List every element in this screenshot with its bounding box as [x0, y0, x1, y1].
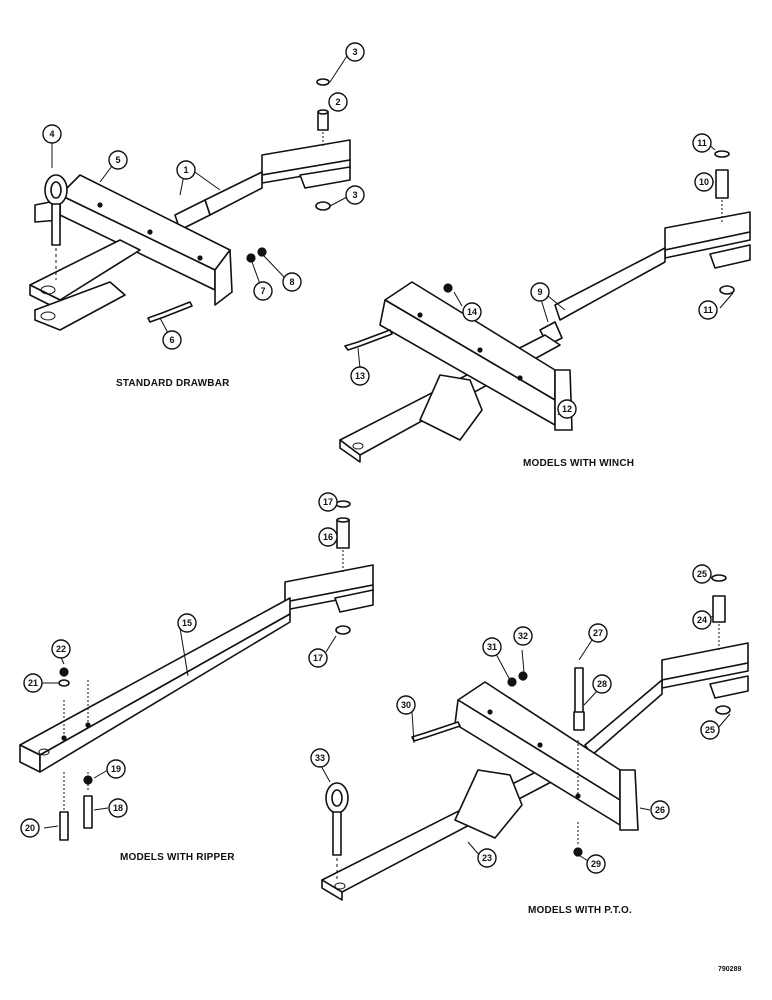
- callout-number: 29: [591, 859, 601, 869]
- callout-number: 20: [25, 823, 35, 833]
- callout-circle: [318, 492, 338, 512]
- callout-number: 12: [562, 404, 572, 414]
- callout-circle: [592, 674, 612, 694]
- callout-number: 3: [352, 190, 357, 200]
- callout-number: 30: [401, 700, 411, 710]
- callout-circle: [162, 330, 182, 350]
- callout-number: 32: [518, 631, 528, 641]
- callout-number: 28: [597, 679, 607, 689]
- caption-models-with-winch: MODELS WITH WINCH: [523, 458, 635, 469]
- callout-circle: [482, 637, 502, 657]
- callout-circle: [177, 613, 197, 633]
- callout-number: 10: [699, 177, 709, 187]
- callout-number: 25: [697, 569, 707, 579]
- callout-circle: [51, 639, 71, 659]
- callout-circle: [692, 133, 712, 153]
- callout-number: 5: [115, 155, 120, 165]
- callout-number: 2: [335, 97, 340, 107]
- callout-circle: [23, 673, 43, 693]
- callout-circle: [692, 564, 712, 584]
- callout-number: 31: [487, 642, 497, 652]
- callout-number: 13: [355, 371, 365, 381]
- callout-circle: [650, 800, 670, 820]
- ripper-drawbar-assembly: [19, 500, 374, 841]
- callout-number: 4: [49, 129, 54, 139]
- callout-number: 21: [28, 678, 38, 688]
- callout-number: 17: [323, 497, 333, 507]
- callout-circle: [513, 626, 533, 646]
- callout-circle: [586, 854, 606, 874]
- callout-number: 19: [111, 764, 121, 774]
- callout-circle: [345, 42, 365, 62]
- callout-number: 17: [313, 653, 323, 663]
- callout-number: 27: [593, 628, 603, 638]
- callout-number: 8: [289, 277, 294, 287]
- callout-circle: [282, 272, 302, 292]
- callout-number: 11: [703, 305, 713, 315]
- callout-circle: [700, 720, 720, 740]
- callout-number: 11: [697, 138, 707, 148]
- callout-circle: [530, 282, 550, 302]
- callout-circle: [108, 150, 128, 170]
- caption-models-with-pto: MODELS WITH P.T.O.: [528, 905, 632, 916]
- caption-models-with-ripper: MODELS WITH RIPPER: [120, 852, 235, 863]
- callout-number: 6: [169, 335, 174, 345]
- callout-number: 18: [113, 803, 123, 813]
- callout-circle: [310, 748, 330, 768]
- callout-circle: [692, 610, 712, 630]
- callout-number: 3: [352, 47, 357, 57]
- callout-circle: [253, 281, 273, 301]
- callout-number: 9: [537, 287, 542, 297]
- callout-number: 26: [655, 805, 665, 815]
- callout-number: 1: [183, 165, 188, 175]
- callout-circle: [477, 848, 497, 868]
- callout-circle: [176, 160, 196, 180]
- callout-number: 25: [705, 725, 715, 735]
- callout-number: 22: [56, 644, 66, 654]
- callout-circle: [20, 818, 40, 838]
- callout-circle: [318, 527, 338, 547]
- callout-circle: [42, 124, 62, 144]
- callout-circle: [308, 648, 328, 668]
- reference-number: 790289: [718, 966, 742, 973]
- callout-circle: [108, 798, 128, 818]
- callout-circle: [345, 185, 365, 205]
- callout-circle: [462, 302, 482, 322]
- callout-group: 1233456789101111121314151617171819202122…: [20, 42, 720, 874]
- callout-number: 24: [697, 615, 707, 625]
- callout-circle: [588, 623, 608, 643]
- callout-number: 15: [182, 618, 192, 628]
- callout-circle: [698, 300, 718, 320]
- callout-number: 33: [315, 753, 325, 763]
- standard-drawbar-assembly: [29, 78, 351, 331]
- callout-number: 14: [467, 307, 477, 317]
- callout-circle: [694, 172, 714, 192]
- callout-circle: [396, 695, 416, 715]
- caption-standard-drawbar: STANDARD DRAWBAR: [116, 378, 230, 389]
- callout-number: 16: [323, 532, 333, 542]
- callout-circle: [106, 759, 126, 779]
- callout-circle: [557, 399, 577, 419]
- callout-circle: [350, 366, 370, 386]
- callout-number: 7: [260, 286, 265, 296]
- callout-number: 23: [482, 853, 492, 863]
- winch-drawbar-assembly: [339, 150, 751, 463]
- pto-drawbar-assembly: [321, 574, 749, 901]
- callout-circle: [328, 92, 348, 112]
